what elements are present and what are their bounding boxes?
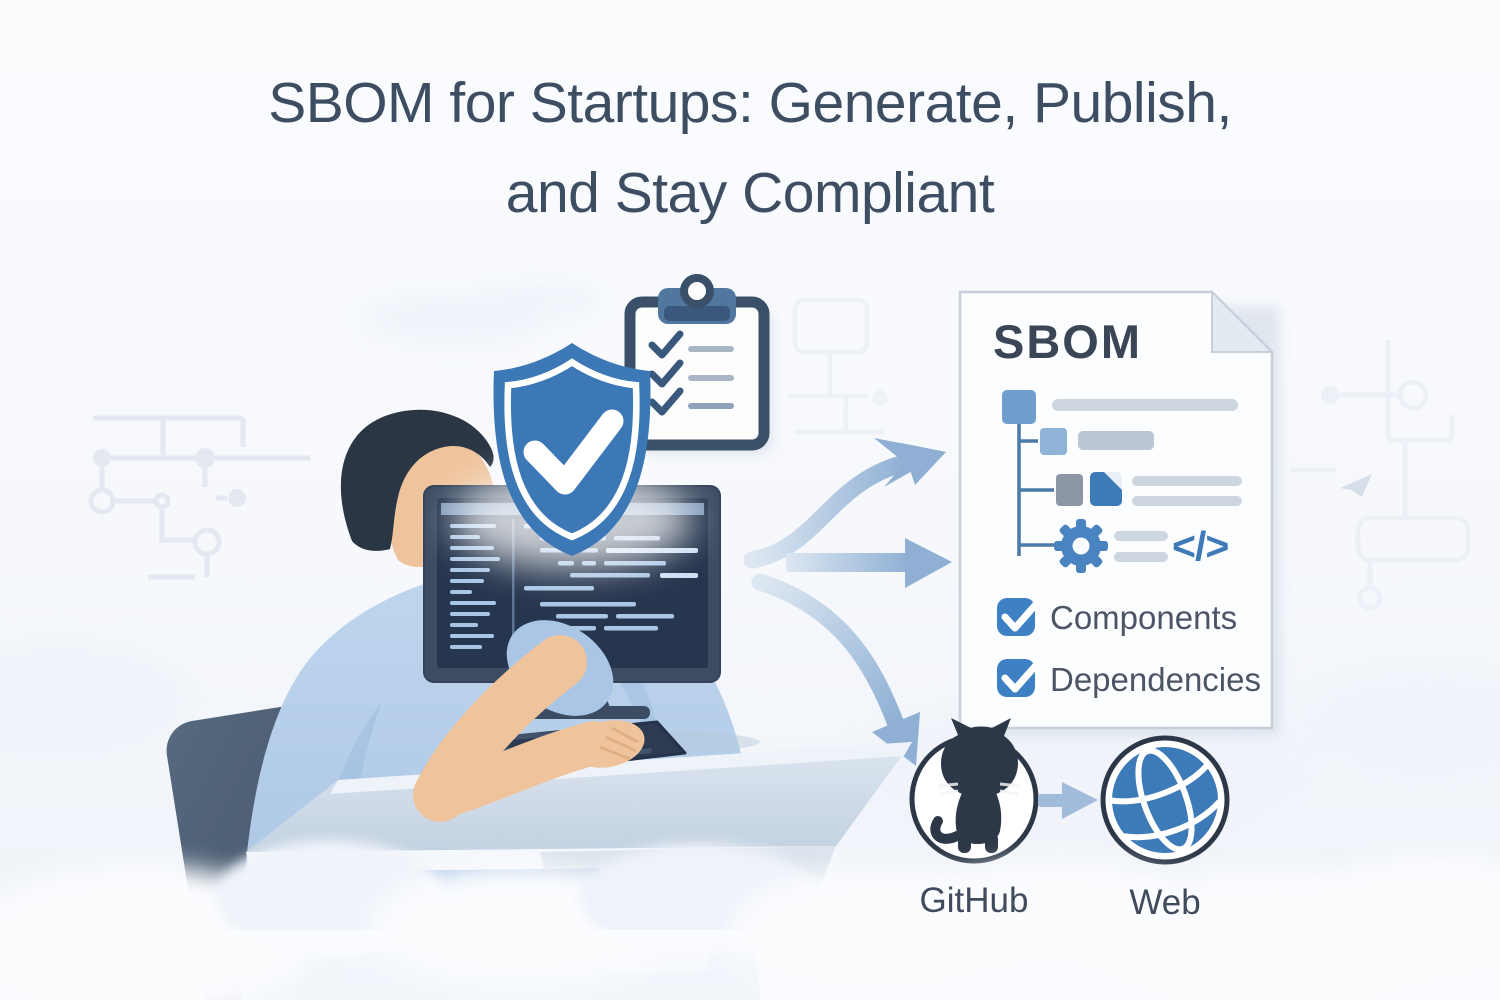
checkbox-dependencies-icon <box>997 659 1042 697</box>
checklist-item-dependencies: Dependencies <box>1050 661 1261 698</box>
checklist-item-components: Components <box>1050 599 1238 636</box>
github-label: GitHub <box>919 881 1029 920</box>
component-tree <box>1002 390 1242 573</box>
paper-plane-glyph <box>1340 474 1372 497</box>
web-label: Web <box>1129 883 1201 922</box>
page-title-line-2: and Stay Compliant <box>505 161 995 225</box>
arrow-to-github-icon <box>751 573 920 766</box>
code-icon: </> <box>1172 523 1229 569</box>
bottom-clouds <box>0 840 1500 1000</box>
arrow-github-to-web-icon <box>1038 782 1098 819</box>
page-title-line-1: SBOM for Startups: Generate, Publish, <box>268 71 1232 135</box>
checkbox-components-icon <box>997 598 1042 636</box>
clipboard-checklist-icon <box>624 274 772 453</box>
sbom-document-title: SBOM <box>993 315 1142 368</box>
github-octocat-icon <box>909 718 1039 864</box>
background-circuit-left <box>88 415 310 580</box>
globe-icon <box>1100 735 1230 865</box>
typing-arm <box>413 620 645 822</box>
shield-check-icon <box>493 343 651 556</box>
sbom-document <box>958 289 1280 736</box>
arrow-to-sbom-middle-icon <box>786 538 952 588</box>
flow-arrows <box>743 438 952 766</box>
background-circuit-right <box>1290 340 1471 611</box>
gear-icon <box>1054 519 1108 573</box>
background-circuit-top <box>788 297 888 435</box>
arrow-to-sbom-top-icon <box>743 438 946 569</box>
hair <box>340 409 494 551</box>
